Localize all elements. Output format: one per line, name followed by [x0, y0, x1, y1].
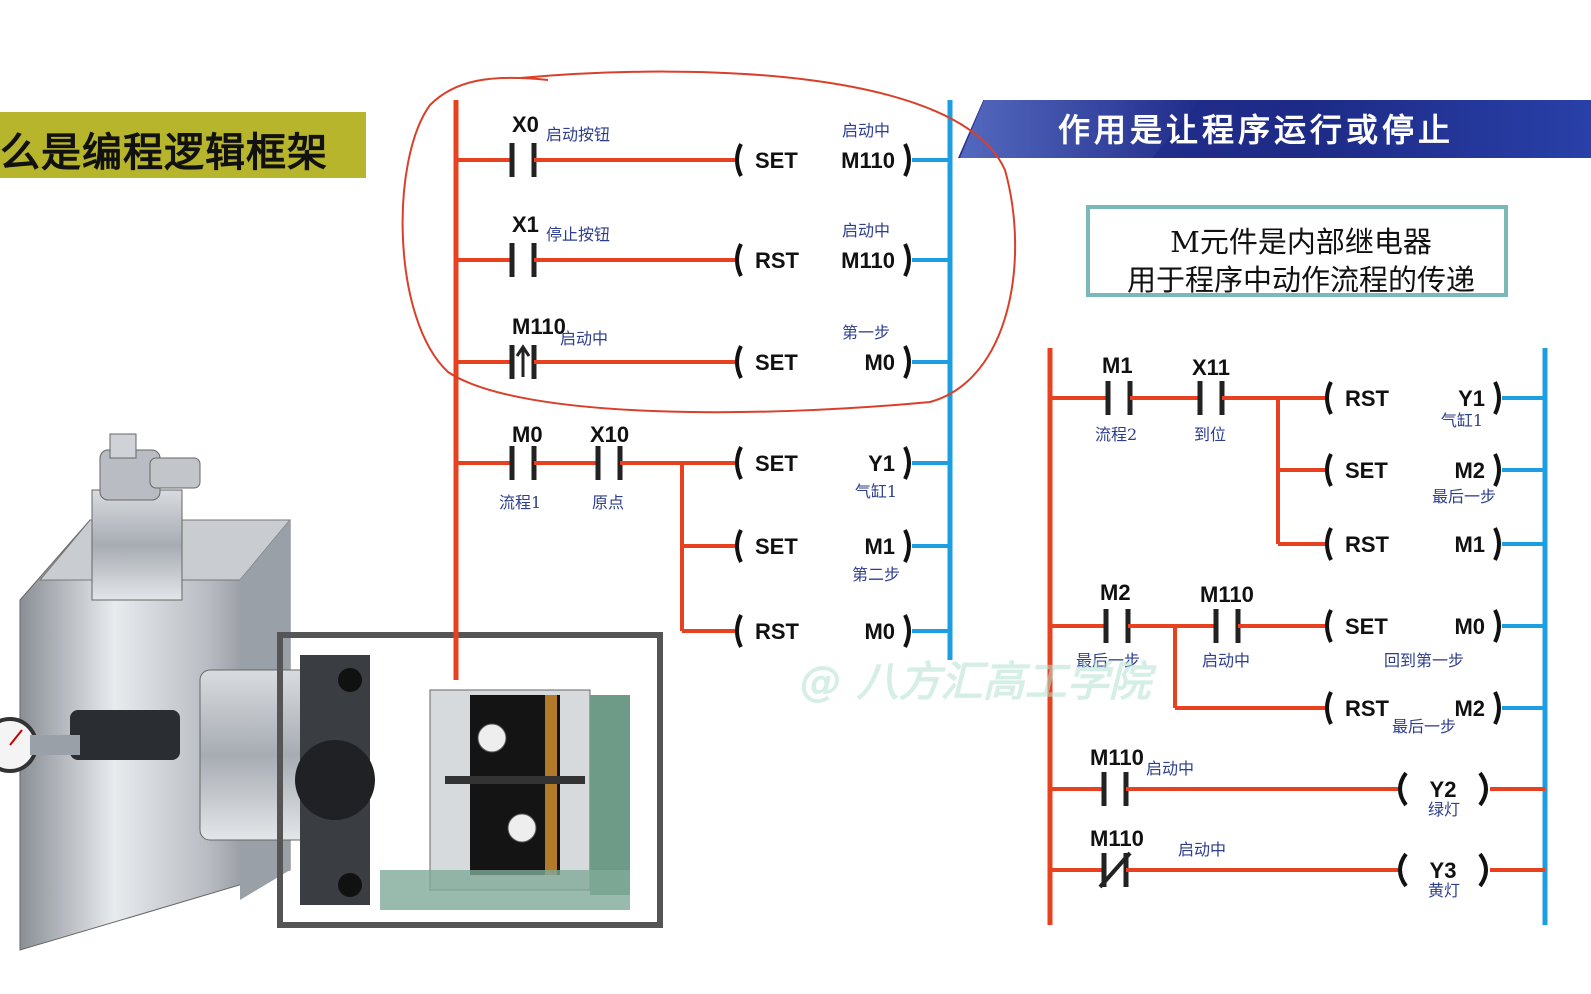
contact-id: M110 — [512, 314, 566, 339]
banner-text: 作用是让程序运行或停止 — [1058, 111, 1455, 149]
coil-label: 黄灯 — [1428, 881, 1460, 900]
note-box: M元件是内部继电器 用于程序中动作流程的传递 — [1086, 205, 1508, 297]
coil-op-text: RST — [1345, 386, 1390, 411]
contact-M110 — [1213, 609, 1241, 643]
coil-device-text: Y1 — [868, 451, 895, 476]
page-title: 么是编程逻辑框架 — [0, 129, 328, 176]
contact-X11 — [1197, 381, 1225, 415]
coil-rst-M0: RST M0 — [735, 614, 911, 648]
coil-label: 启动中 — [842, 221, 890, 240]
contact-id: M0 — [512, 422, 543, 447]
coil-device-text: M2 — [1454, 696, 1485, 721]
note-line-2: 用于程序中动作流程的传递 — [1126, 263, 1475, 297]
coil-device-text: M0 — [864, 350, 895, 375]
contact-id: X0 — [512, 112, 539, 137]
contact-label: 原点 — [592, 493, 624, 512]
coil-set-M0: SET M0 — [735, 345, 911, 379]
coil-label: 第一步 — [842, 323, 890, 342]
contact-label: 流程2 — [1095, 425, 1137, 444]
coil-device-text: M2 — [1454, 458, 1485, 483]
contact-M1 — [1105, 381, 1133, 415]
contact-id: M110 — [1200, 582, 1254, 607]
watermark: @ 八方汇高工学院 — [800, 657, 1151, 706]
coil-label: 最后一步 — [1432, 487, 1496, 506]
coil-label: 最后一步 — [1392, 717, 1456, 736]
contact-label: 流程1 — [499, 493, 541, 512]
coil-rst-M2: RST M2 — [1325, 691, 1501, 725]
title-highlight — [0, 112, 366, 178]
contact-M110 — [1101, 772, 1129, 806]
coil-device-text: M110 — [841, 148, 895, 173]
contact-id: M110 — [1090, 745, 1144, 770]
note-line-1: M元件是内部继电器 — [1170, 225, 1432, 259]
coil-set-M110: SET M110 — [735, 143, 911, 177]
contact-id: M2 — [1100, 580, 1131, 605]
contact-label: 启动中 — [1178, 840, 1226, 859]
coil-set-M2: SET M2 — [1325, 453, 1501, 487]
machine-illustration — [0, 433, 663, 951]
coil-set-M0: SET M0 — [1325, 609, 1501, 643]
contact-label: 启动中 — [560, 329, 608, 348]
coil-rst-M110: RST M110 — [735, 243, 911, 277]
contact-X1 — [509, 243, 537, 277]
coil-label: 第二步 — [852, 565, 900, 584]
coil-op-text: SET — [755, 148, 798, 173]
contact-label: 启动中 — [1146, 759, 1194, 778]
coil-device-text: M0 — [864, 619, 895, 644]
coil-device-text: Y3 — [1430, 858, 1457, 883]
contact-label: 启动按钮 — [546, 125, 610, 144]
contact-id: X1 — [512, 212, 539, 237]
coil-device-text: Y1 — [1458, 386, 1485, 411]
contact-label: 最后一步 — [1076, 651, 1140, 670]
coil-op-text: RST — [1345, 532, 1390, 557]
contact-X0 — [509, 143, 537, 177]
coil-label: 启动中 — [842, 121, 890, 140]
contact-M0 — [509, 446, 537, 480]
coil-out-Y3: Y3 — [1398, 852, 1488, 888]
contact-label: 启动中 — [1202, 651, 1250, 670]
coil-op-text: RST — [755, 248, 800, 273]
contact-label: 停止按钮 — [546, 225, 610, 244]
coil-set-Y1: SET Y1 — [735, 446, 911, 480]
banner-highlight — [960, 100, 1200, 158]
coil-set-M1: SET M1 — [735, 529, 911, 563]
coil-op-text: RST — [755, 619, 800, 644]
coil-rst-Y1: RST Y1 — [1325, 381, 1501, 415]
contact-X10 — [595, 446, 623, 480]
coil-op-text: SET — [755, 350, 798, 375]
coil-label: 气缸1 — [1441, 411, 1483, 430]
contact-M2 — [1103, 609, 1131, 643]
contact-label: 到位 — [1194, 425, 1226, 444]
coil-op-text: SET — [1345, 614, 1388, 639]
coil-device-text: M0 — [1454, 614, 1485, 639]
coil-label: 气缸1 — [855, 482, 897, 501]
coil-op-text: SET — [755, 451, 798, 476]
coil-rst-M1: RST M1 — [1325, 527, 1501, 561]
contact-M110 — [509, 344, 537, 379]
coil-label: 回到第一步 — [1384, 651, 1464, 670]
coil-op-text: SET — [1345, 458, 1388, 483]
contact-id: X11 — [1192, 355, 1230, 380]
contact-id: M110 — [1090, 826, 1144, 851]
coil-device-text: M1 — [864, 534, 895, 559]
coil-device-text: M1 — [1454, 532, 1485, 557]
highlight-circle — [401, 70, 1017, 414]
contact-id: X10 — [590, 422, 629, 447]
coil-out-Y2: Y2 — [1398, 771, 1488, 807]
coil-device-text: Y2 — [1430, 777, 1457, 802]
coil-op-text: RST — [1345, 696, 1390, 721]
coil-device-text: M110 — [841, 248, 895, 273]
coil-op-text: SET — [755, 534, 798, 559]
coil-label: 绿灯 — [1428, 800, 1460, 819]
contact-M110 — [1098, 851, 1132, 889]
contact-id: M1 — [1102, 353, 1133, 378]
